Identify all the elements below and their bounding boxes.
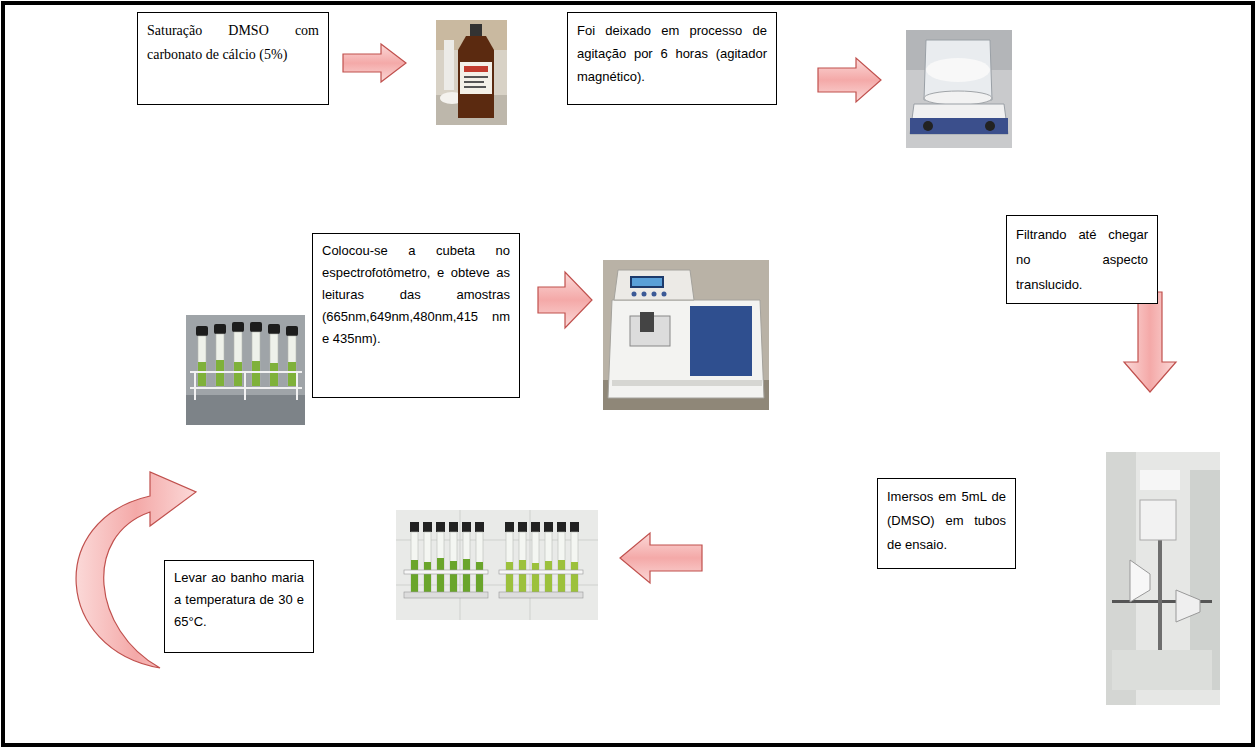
process-box: Imersos em 5mL de (DMSO) em tubos de ens… [877, 478, 1016, 569]
process-box: Colocou-se a cubeta no espectrofotômetro… [312, 233, 520, 398]
box-text: Saturação DMSO com carbonato de cálcio (… [147, 19, 319, 67]
photo-test-tubes [396, 510, 598, 620]
block-arrow [538, 272, 592, 328]
photo-stirrer [906, 30, 1012, 148]
box-text: Imersos em 5mL de (DMSO) em tubos de ens… [887, 485, 1006, 557]
process-box: Filtrando até chegar no aspecto transluc… [1006, 215, 1158, 304]
box-text: Foi deixado em processo de agitação por … [577, 19, 767, 88]
block-arrow [620, 533, 702, 583]
box-text: Filtrando até chegar no aspecto transluc… [1016, 222, 1148, 297]
block-arrow [1124, 292, 1176, 392]
process-box: Foi deixado em processo de agitação por … [567, 12, 777, 105]
block-arrow [818, 58, 881, 102]
box-text: Colocou-se a cubeta no espectrofotômetro… [322, 240, 510, 350]
photo-bottle [436, 20, 507, 125]
photo-filtration [1106, 452, 1220, 705]
process-box: Saturação DMSO com carbonato de cálcio (… [137, 12, 329, 105]
process-box: Levar ao banho maria a temperatura de 30… [164, 560, 314, 653]
photo-spectrophotometer [603, 260, 769, 410]
outer-frame [3, 3, 1253, 745]
photo-water-bath [186, 315, 305, 425]
block-arrow [343, 44, 406, 82]
box-text: Levar ao banho maria a temperatura de 30… [174, 567, 304, 633]
